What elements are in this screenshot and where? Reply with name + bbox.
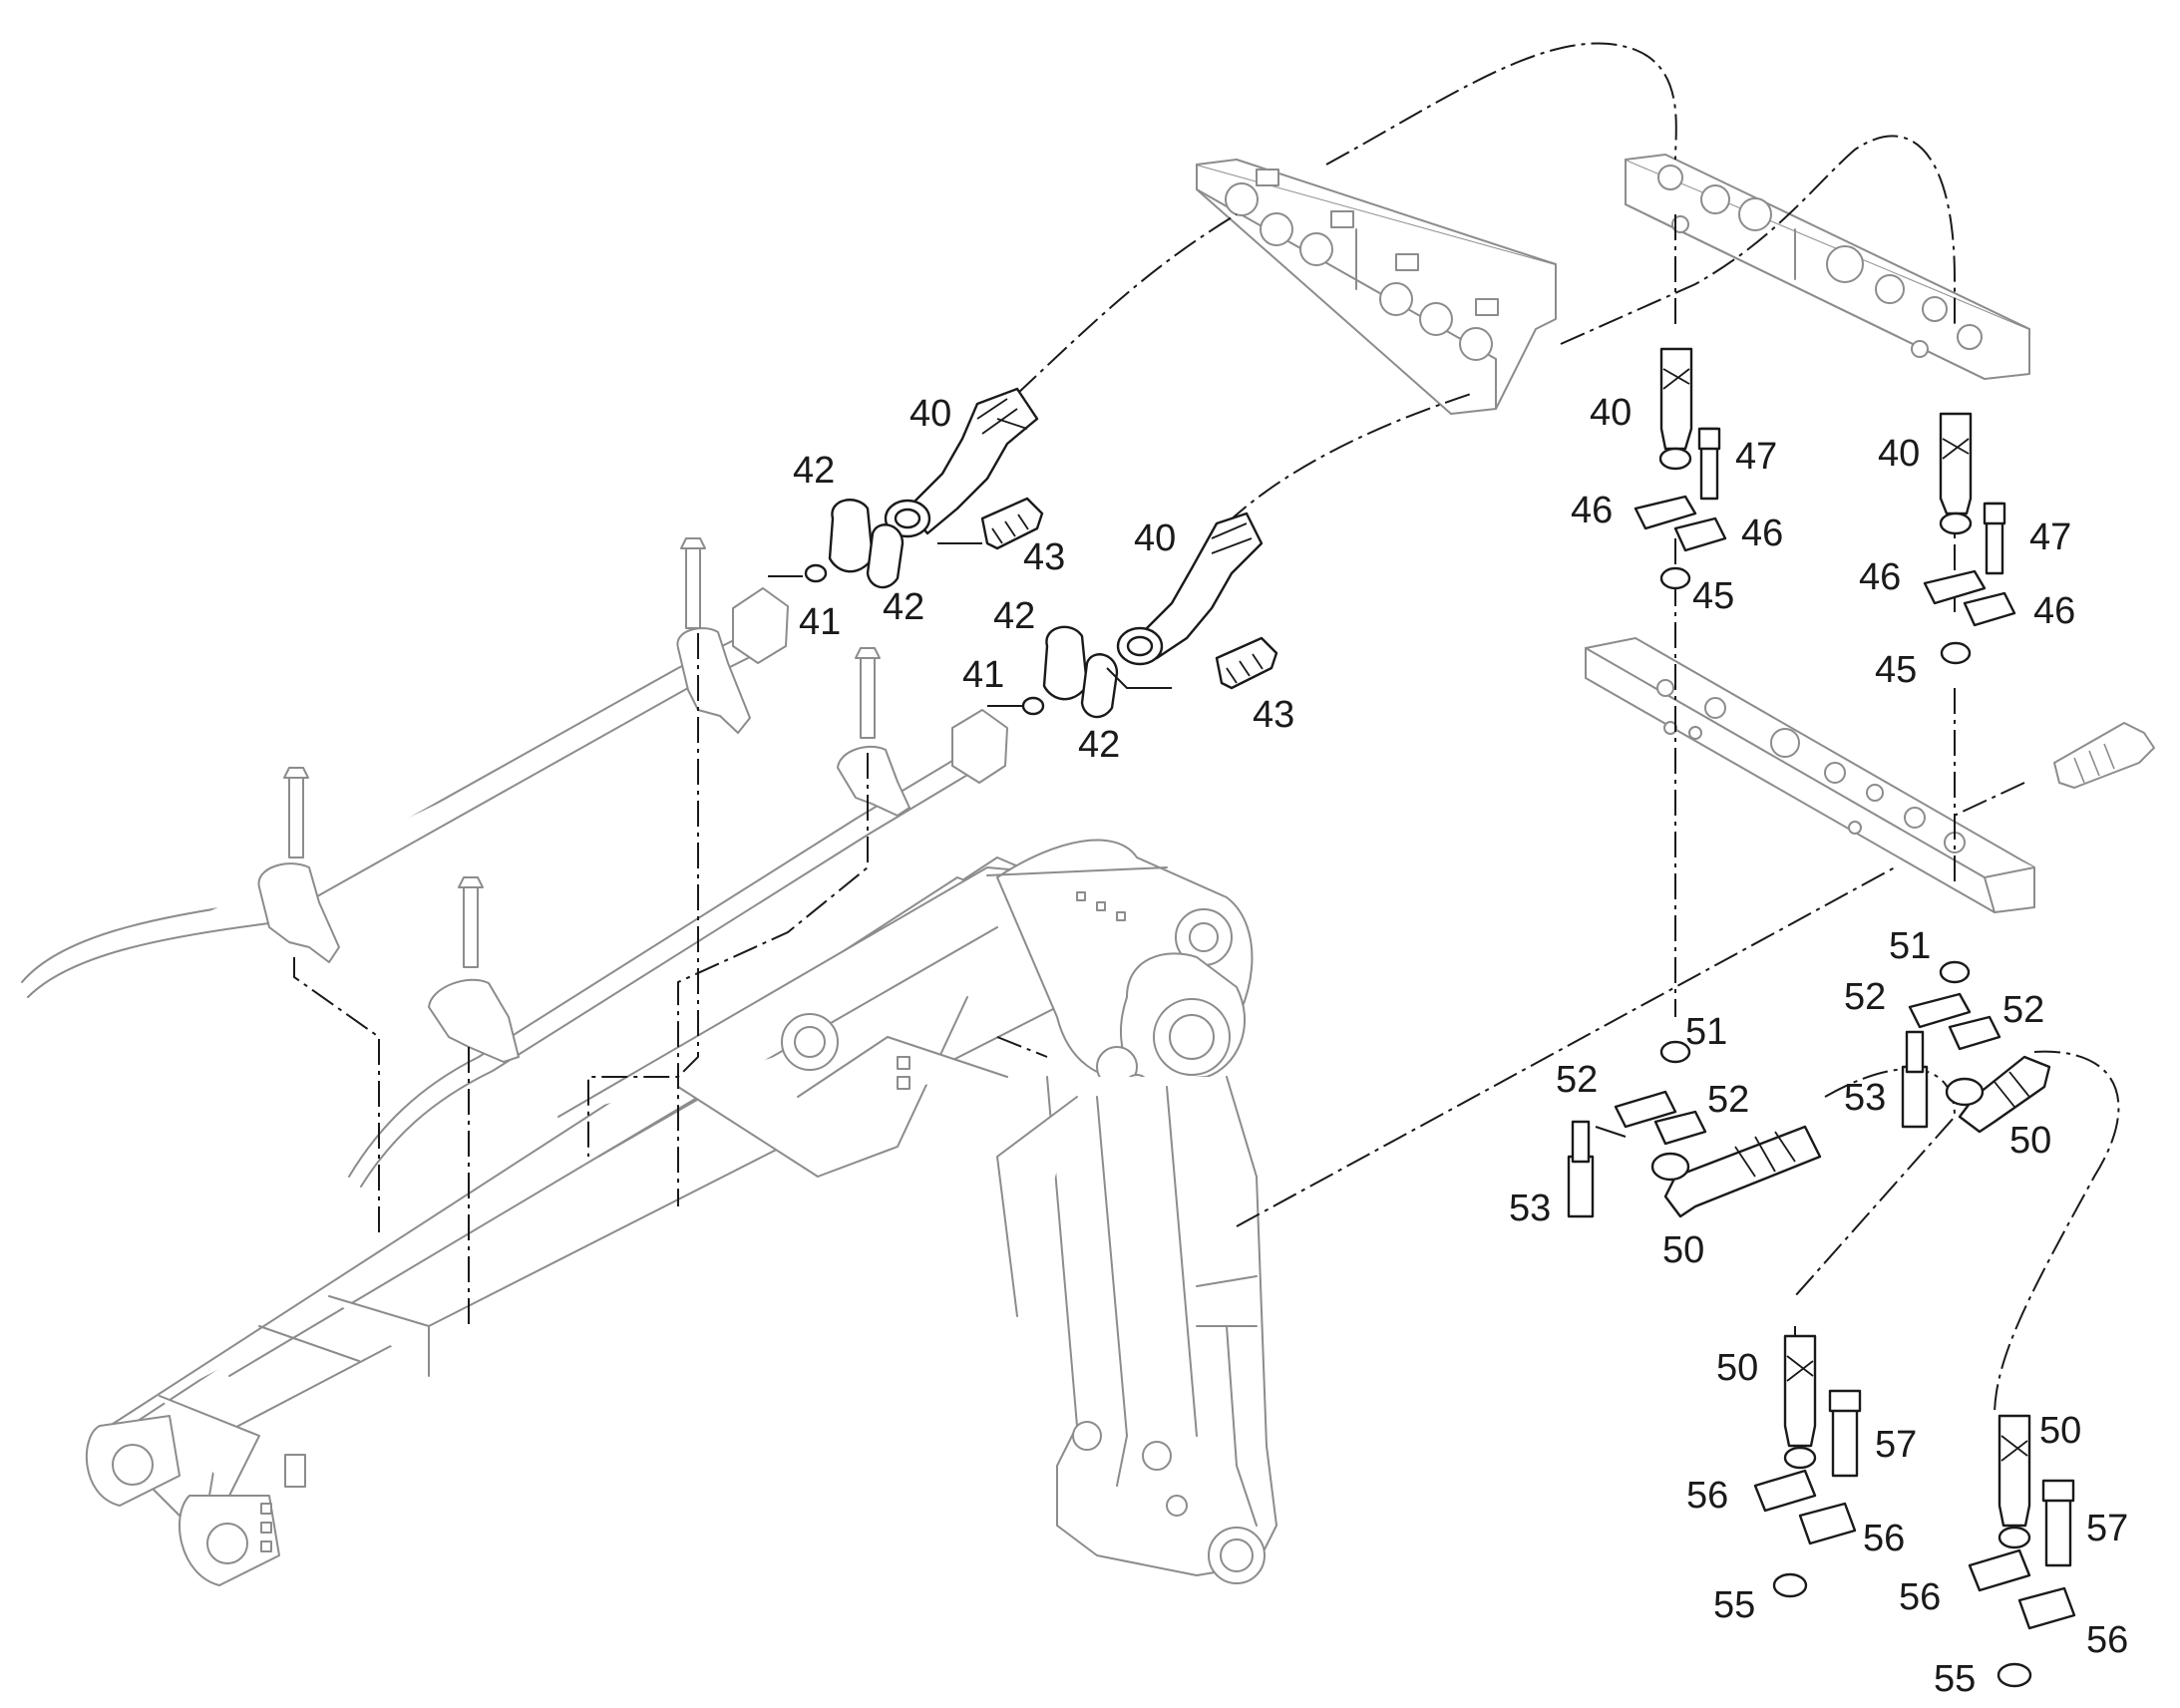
- hose-fitting-40-right-a: [1658, 347, 1693, 471]
- callout-56: 56: [1899, 1576, 1941, 1618]
- callout-52: 52: [1707, 1079, 1749, 1121]
- washers: [804, 563, 2032, 1688]
- callout-50: 50: [2009, 1120, 2051, 1162]
- callout-40: 40: [909, 393, 951, 435]
- callout-57: 57: [1875, 1424, 1917, 1466]
- callout-52: 52: [2002, 989, 2044, 1031]
- hose-fitting-50-vertical-a: [1783, 1334, 1817, 1470]
- callout-46: 46: [1571, 490, 1613, 531]
- callout-47: 47: [1735, 436, 1777, 478]
- callout-46: 46: [1741, 512, 1783, 554]
- callout-45: 45: [1875, 649, 1917, 691]
- callout-labels: 40 42 43 41 42 40 42 41 42 43 40 47 46 4…: [793, 392, 2128, 1700]
- clamp-bolts: [283, 537, 881, 968]
- hose-fitting-50-vertical-b: [1998, 1414, 2031, 1549]
- callout-50: 50: [1662, 1229, 1704, 1271]
- callout-52: 52: [1844, 976, 1886, 1018]
- callout-41: 41: [962, 654, 1004, 696]
- callout-56: 56: [1686, 1475, 1728, 1517]
- callout-42: 42: [1078, 724, 1120, 766]
- callout-42: 42: [993, 595, 1035, 637]
- manifold-block-right: [1625, 154, 2030, 380]
- hose-fitting-50-lower-a: [1650, 1125, 1822, 1218]
- callout-51: 51: [1685, 1011, 1727, 1053]
- callout-55: 55: [1934, 1658, 1976, 1700]
- callout-45: 45: [1692, 575, 1734, 617]
- callout-42: 42: [793, 450, 835, 492]
- callout-56: 56: [2086, 1619, 2128, 1661]
- callout-42: 42: [883, 586, 924, 628]
- manifold-plate: [1585, 637, 2035, 913]
- hose-fitting-40-upper-left: [884, 387, 1039, 538]
- callout-43: 43: [1253, 694, 1294, 736]
- callout-50: 50: [2039, 1410, 2081, 1452]
- screws: [980, 427, 2075, 1567]
- hose-fitting-40-middle: [1116, 512, 1264, 666]
- boom-assembly: [85, 839, 1277, 1586]
- callout-57: 57: [2086, 1508, 2128, 1549]
- callout-56: 56: [1863, 1518, 1905, 1559]
- callout-46: 46: [1859, 556, 1901, 598]
- callout-46: 46: [2033, 590, 2075, 632]
- hose-fitting-50-lower-b: [1945, 1055, 2051, 1134]
- callout-51: 51: [1889, 925, 1931, 967]
- callout-41: 41: [799, 601, 841, 643]
- callout-40: 40: [1134, 517, 1176, 559]
- callout-leaders: [768, 542, 1627, 1138]
- hose-fitting-40-right-b: [1939, 412, 1973, 535]
- callout-40: 40: [1878, 433, 1920, 475]
- flange-halves: [828, 495, 2076, 1630]
- long-bolt: [2053, 722, 2155, 789]
- callout-55: 55: [1713, 1584, 1755, 1626]
- callout-53: 53: [1509, 1188, 1551, 1229]
- manifold-block-left: [1196, 159, 1557, 415]
- callout-47: 47: [2029, 516, 2071, 558]
- callout-40: 40: [1590, 392, 1632, 434]
- callout-53: 53: [1844, 1077, 1886, 1119]
- callout-50: 50: [1716, 1347, 1758, 1389]
- hydraulic-pipes: [21, 587, 1008, 1188]
- callout-43: 43: [1023, 536, 1065, 578]
- callout-52: 52: [1556, 1059, 1598, 1101]
